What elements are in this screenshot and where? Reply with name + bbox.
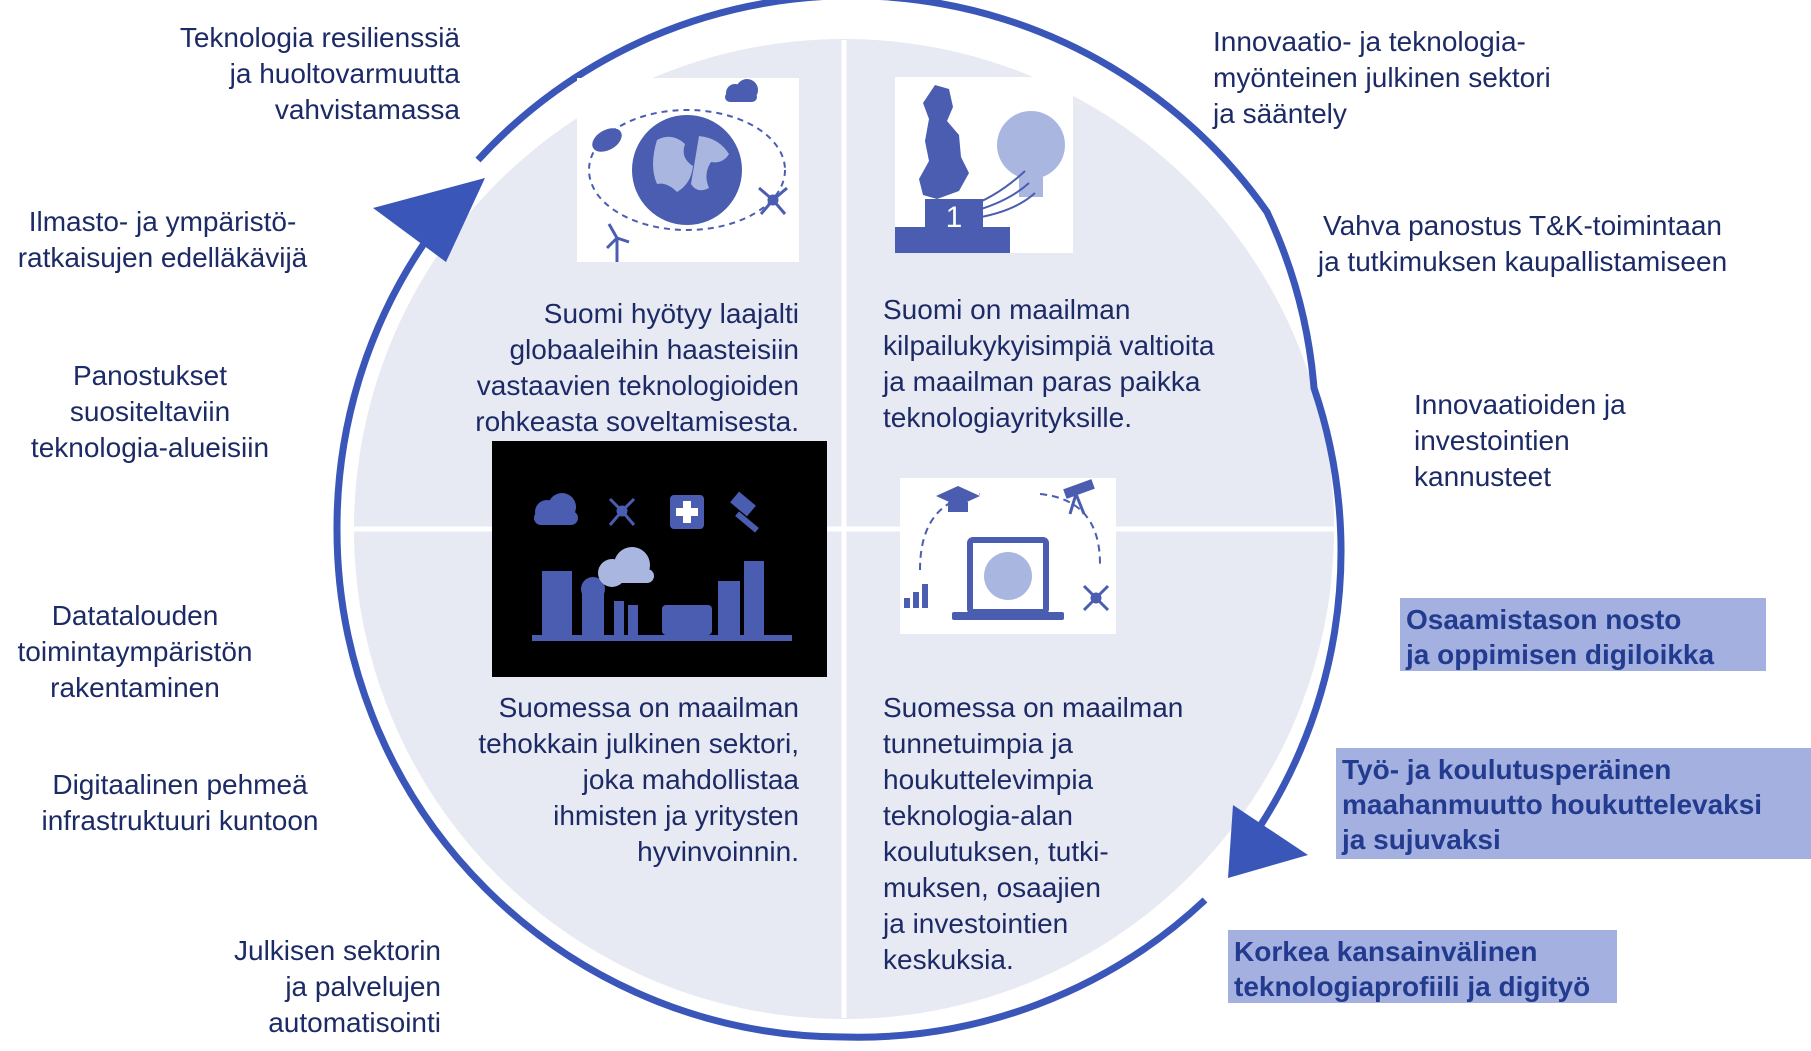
label-technology-areas: Panostukset suositeltaviin teknologia-al… [30,360,270,463]
competitiveness-illustration: 1 [895,77,1073,253]
cloud-icon [534,493,578,525]
label-innovation-incentives: Innovaatioiden ja investointien kannuste… [1414,389,1626,492]
network-icon [758,186,788,215]
label-public-sector-regulation: Innovaatio- ja teknologia- myönteinen ju… [1213,26,1551,129]
arrowhead-bottom-right [1228,805,1308,878]
cloud-icon [725,79,758,102]
quadrant-bottom-right-text: Suomessa on maailman tunnetuimpia ja hou… [883,692,1184,975]
public-sector-illustration [492,441,827,677]
lightbulb-base [1019,177,1043,197]
orbit-path [588,109,786,231]
quadrant-top-left-text: Suomi hyötyy laajalti globaaleihin haast… [475,298,799,437]
quadrant-bottom-left-text: Suomessa on maailman tehokkain julkinen … [478,692,799,867]
label-rd-investment: Vahva panostus T&K-toimintaan ja tutkimu… [1317,210,1728,277]
telescope-icon [1063,479,1095,515]
label-resilience: Teknologia resilienssiä ja huoltovarmuut… [179,22,460,125]
globe-continent-1 [653,136,693,192]
finland-map-icon [919,85,969,199]
arrowhead-top-left [373,178,485,262]
highlight-immigration: Työ- ja koulutusperäinen maahanmuutto ho… [1336,748,1811,859]
ring-arc-right [475,0,1345,858]
podium-icon [895,227,1010,253]
lightbulb-icon [997,111,1065,179]
gavel-icon [730,491,759,533]
podium-top [925,199,983,229]
label-public-automation: Julkisen sektorin ja palvelujen automati… [234,935,441,1038]
people-icon [984,552,1032,600]
city-icon [532,547,792,641]
medical-cross-icon [670,495,704,529]
label-digital-infrastructure: Digitaalinen pehmeä infrastruktuuri kunt… [41,769,319,836]
graduation-cap-icon [936,486,980,512]
leaf-icon [592,128,622,152]
globe-continent-2 [691,136,729,191]
highlight-international-profile: Korkea kansainvälinen teknologiaprofiili… [1228,930,1617,1003]
ring-arc-left [333,229,1208,1041]
network-icon [608,497,636,526]
podium-number: 1 [946,201,963,234]
highlight-skills: Osaamistason nosto ja oppimisen digiloik… [1400,598,1766,671]
quadrant-top-right-text: Suomi on maailman kilpailukykyisimpiä va… [883,294,1215,433]
sustainability-illustration [577,78,799,262]
wind-turbine-icon [605,223,630,262]
laptop-base [952,612,1064,620]
growth-chart-icon [904,584,928,608]
education-illustration [900,478,1116,634]
label-climate: Ilmasto- ja ympäristö- ratkaisujen edell… [17,206,308,273]
label-data-economy: Datatalouden toimintaympäristön rakentam… [17,600,253,703]
network-icon [1082,584,1110,612]
